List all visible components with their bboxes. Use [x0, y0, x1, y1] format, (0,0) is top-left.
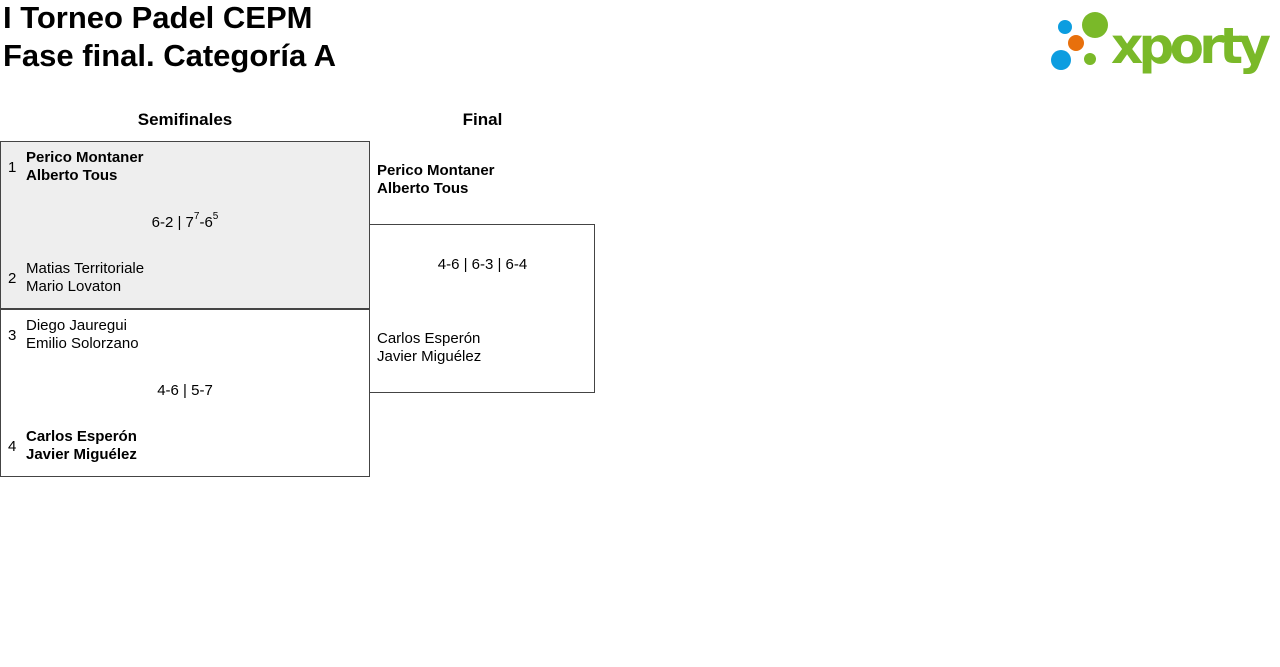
- player: Carlos Esperón: [377, 330, 481, 347]
- player: Perico Montaner: [377, 162, 495, 179]
- player: Carlos Esperón: [26, 428, 137, 445]
- match-score: 4-6 | 5-7: [157, 382, 213, 399]
- final-match[interactable]: [369, 224, 595, 393]
- player: Matias Territoriale: [26, 260, 145, 277]
- round-header-final: Final: [462, 110, 503, 129]
- round-header-semifinals: Semifinales: [137, 110, 233, 129]
- page-title: I Torneo Padel CEPM: [3, 0, 313, 35]
- player: Emilio Solorzano: [26, 335, 139, 352]
- player: Alberto Tous: [377, 180, 469, 197]
- page-subtitle: Fase final. Categoría A: [3, 38, 337, 73]
- xporty-logo: xporty: [1048, 8, 1274, 75]
- player: Alberto Tous: [26, 167, 118, 184]
- seed-number: 4: [8, 438, 17, 455]
- player: Mario Lovaton: [26, 278, 122, 295]
- seed-number: 3: [8, 327, 17, 344]
- team-1: Perico Montaner Alberto Tous: [26, 149, 144, 185]
- svg-text:xporty: xporty: [1111, 17, 1271, 74]
- semifinal-match-1[interactable]: [0, 141, 370, 310]
- team-1: Diego Jauregui Emilio Solorzano: [26, 317, 139, 353]
- final-score: 4-6 | 6-3 | 6-4: [437, 256, 528, 273]
- seed-number: 2: [8, 270, 17, 287]
- player: Javier Miguélez: [26, 446, 137, 463]
- match-score: 6-2 | 77-65: [151, 211, 219, 231]
- player: Perico Montaner: [26, 149, 144, 166]
- final-team-1: Perico Montaner Alberto Tous: [377, 162, 495, 198]
- team-2: Carlos Esperón Javier Miguélez: [26, 428, 137, 464]
- seed-number: 1: [8, 159, 17, 176]
- final-team-2: Carlos Esperón Javier Miguélez: [377, 330, 481, 366]
- player: Javier Miguélez: [377, 348, 482, 365]
- team-2: Matias Territoriale Mario Lovaton: [26, 260, 144, 296]
- player: Diego Jauregui: [26, 317, 127, 334]
